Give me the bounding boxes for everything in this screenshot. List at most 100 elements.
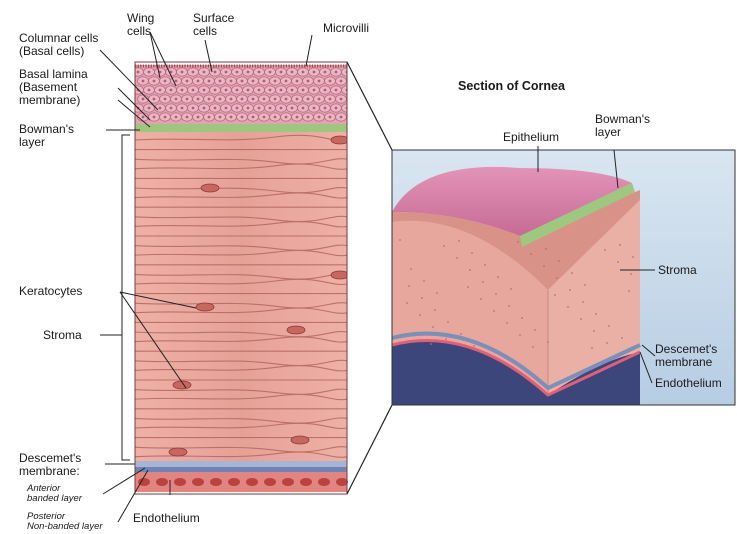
cell-nucleus — [164, 116, 167, 119]
cell-nucleus — [340, 98, 343, 101]
stroma-texture — [497, 276, 499, 278]
cell-nucleus — [225, 71, 228, 74]
cell-nucleus — [263, 98, 266, 101]
zoom-line-bottom — [347, 405, 392, 494]
stroma-texture — [408, 285, 410, 287]
stroma-texture — [628, 290, 630, 292]
epithelial-cell — [347, 95, 358, 103]
cell-nucleus — [247, 71, 250, 74]
cell-nucleus — [230, 116, 233, 119]
cell-nucleus — [340, 116, 343, 119]
stroma-texture — [473, 345, 475, 347]
cell-nucleus — [148, 71, 151, 74]
stroma-texture — [617, 261, 619, 263]
cell-nucleus — [324, 107, 327, 110]
cell-nucleus — [208, 80, 211, 83]
cell-nucleus — [197, 98, 200, 101]
stroma-texture — [582, 301, 584, 303]
epithelial-cell — [347, 113, 358, 121]
inset-label-endothelium: Endothelium — [655, 377, 722, 390]
stroma-texture — [619, 244, 621, 246]
cell-nucleus — [137, 71, 140, 74]
label-bowmans-layer: Bowman's layer — [19, 123, 74, 149]
cell-nucleus — [280, 107, 283, 110]
label-surface-cells: Surface cells — [193, 12, 234, 38]
stroma-texture — [591, 347, 593, 349]
cell-nucleus — [208, 98, 211, 101]
cell-nucleus — [214, 107, 217, 110]
cell-nucleus — [153, 116, 156, 119]
cell-nucleus — [142, 116, 145, 119]
cell-nucleus — [324, 71, 327, 74]
cell-nucleus — [203, 71, 206, 74]
cell-nucleus — [142, 80, 145, 83]
cell-nucleus — [181, 107, 184, 110]
cell-nucleus — [252, 98, 255, 101]
cell-nucleus — [263, 80, 266, 83]
stroma-texture — [593, 330, 595, 332]
stroma-texture — [430, 343, 432, 345]
cell-nucleus — [318, 80, 321, 83]
stroma-texture — [530, 253, 532, 255]
cell-nucleus — [241, 116, 244, 119]
cell-nucleus — [285, 116, 288, 119]
stroma-texture — [556, 277, 558, 279]
stroma-texture — [443, 245, 445, 247]
keratocyte — [291, 436, 309, 444]
endothelial-cell — [228, 478, 240, 486]
cell-nucleus — [318, 98, 321, 101]
stroma-texture — [469, 269, 471, 271]
endothelial-cell — [192, 478, 204, 486]
endothelial-cell — [318, 478, 330, 486]
cell-nucleus — [324, 89, 327, 92]
cell-nucleus — [192, 89, 195, 92]
stroma-texture — [608, 325, 610, 327]
cell-nucleus — [307, 80, 310, 83]
cell-nucleus — [170, 107, 173, 110]
stroma-texture — [410, 268, 412, 270]
cell-nucleus — [192, 71, 195, 74]
stroma-texture — [569, 289, 571, 291]
cell-nucleus — [236, 89, 239, 92]
cell-nucleus — [241, 98, 244, 101]
cell-nucleus — [291, 107, 294, 110]
cell-nucleus — [329, 116, 332, 119]
label-descemets-membrane: Descemet's membrane: — [19, 452, 81, 478]
cell-nucleus — [236, 71, 239, 74]
cell-nucleus — [329, 98, 332, 101]
cell-nucleus — [247, 107, 250, 110]
stroma-texture — [421, 297, 423, 299]
label-columnar-cells: Columnar cells (Basal cells) — [19, 32, 98, 58]
cell-nucleus — [175, 116, 178, 119]
stroma-texture — [547, 341, 549, 343]
cell-nucleus — [230, 80, 233, 83]
cell-nucleus — [351, 80, 354, 83]
cell-nucleus — [274, 98, 277, 101]
stroma-texture — [543, 265, 545, 267]
cell-nucleus — [313, 89, 316, 92]
stroma-texture — [436, 292, 438, 294]
cell-nucleus — [164, 98, 167, 101]
label-posterior-nonbanded-layer: Posterior Non-banded layer — [27, 512, 103, 532]
cell-nucleus — [296, 98, 299, 101]
stroma-texture — [471, 252, 473, 254]
cell-nucleus — [175, 98, 178, 101]
keratocyte — [169, 448, 187, 456]
cell-nucleus — [164, 80, 167, 83]
cell-nucleus — [197, 116, 200, 119]
cell-nucleus — [214, 71, 217, 74]
endothelial-cell — [336, 478, 348, 486]
endothelial-cell — [300, 478, 312, 486]
cell-nucleus — [274, 80, 277, 83]
cell-nucleus — [269, 89, 272, 92]
cell-nucleus — [258, 89, 261, 92]
cell-nucleus — [170, 89, 173, 92]
stroma-texture — [595, 313, 597, 315]
stroma-texture — [630, 273, 632, 275]
cell-nucleus — [219, 80, 222, 83]
stroma-texture — [447, 321, 449, 323]
cell-nucleus — [203, 107, 206, 110]
stroma-texture — [434, 309, 436, 311]
stroma-texture — [482, 281, 484, 283]
